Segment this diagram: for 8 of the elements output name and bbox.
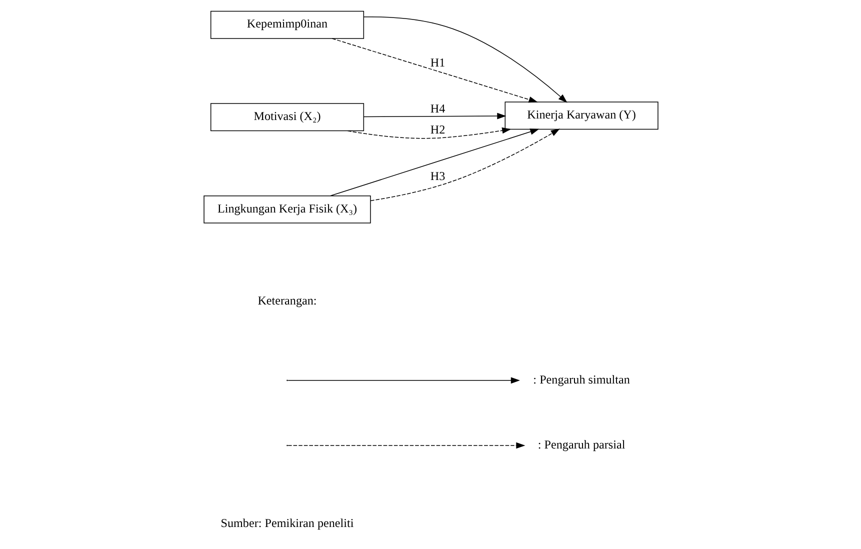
- legend-label: : Pengaruh parsial: [537, 437, 625, 452]
- edge-label: H1: [430, 55, 445, 70]
- edge-label: H2: [430, 122, 445, 137]
- edge-label: H4: [430, 101, 445, 116]
- edge-label: H3: [430, 168, 445, 183]
- legend-label: : Pengaruh simultan: [532, 372, 630, 386]
- label: Keterangan:: [257, 294, 316, 308]
- label: Sumber: Pemikiran peneliti: [220, 516, 354, 530]
